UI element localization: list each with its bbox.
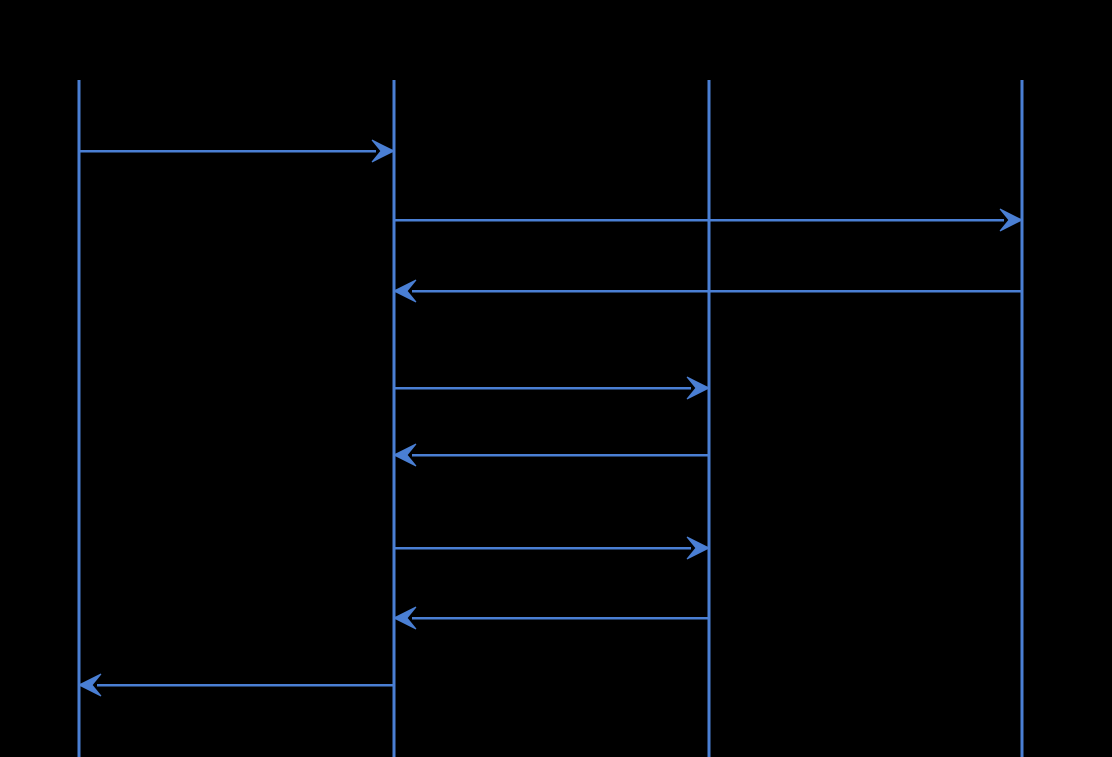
message-arrow-5[interactable]: [392, 443, 709, 467]
arrowhead-icon: [392, 443, 417, 467]
message-arrow-7[interactable]: [392, 606, 709, 630]
lifelines-group: [77, 80, 1024, 757]
arrowhead-icon: [371, 139, 396, 163]
message-arrow-2[interactable]: [394, 208, 1024, 232]
message-arrow-1[interactable]: [79, 139, 396, 163]
arrowhead-icon: [686, 376, 711, 400]
messages-group: [77, 139, 1024, 697]
message-arrow-4[interactable]: [394, 376, 711, 400]
arrowhead-icon: [392, 279, 417, 303]
arrowhead-icon: [999, 208, 1024, 232]
message-arrow-3[interactable]: [392, 279, 1022, 303]
message-arrow-6[interactable]: [394, 536, 711, 560]
arrowhead-icon: [686, 536, 711, 560]
message-arrow-8[interactable]: [77, 673, 394, 697]
arrowhead-icon: [392, 606, 417, 630]
arrowhead-icon: [77, 673, 102, 697]
